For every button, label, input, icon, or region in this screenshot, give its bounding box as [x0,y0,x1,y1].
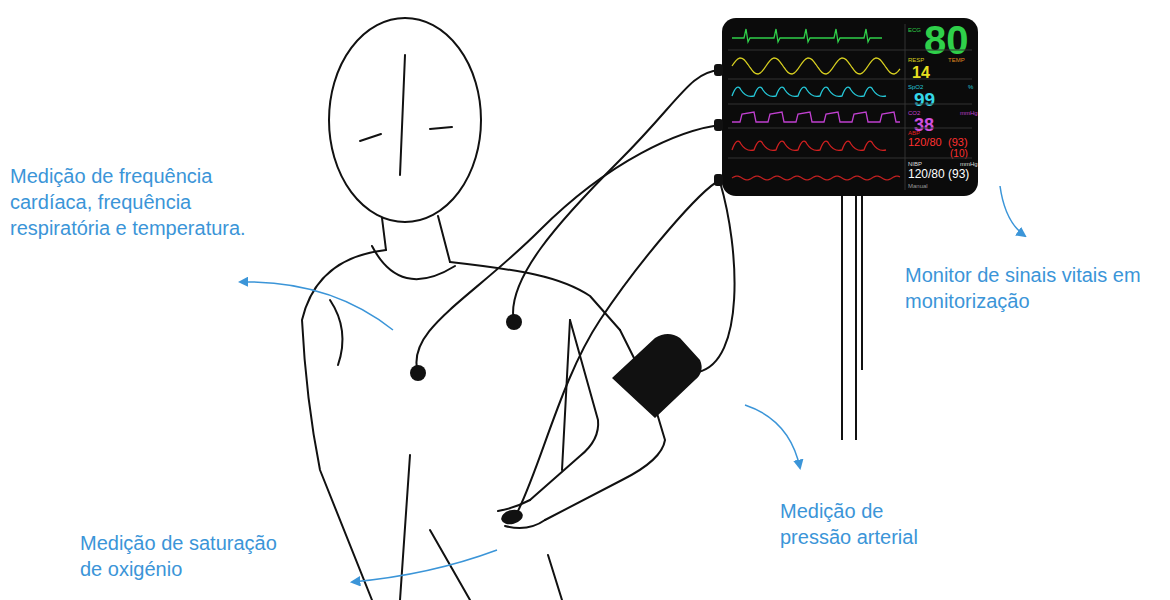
callout-label: Medição de frequência cardíaca, frequênc… [10,163,260,241]
monitor-stand [842,196,862,440]
sensor-cables [416,70,734,517]
vital-label: Manual [908,183,928,189]
patient-figure [302,18,665,600]
vital-value: 120/80 [908,168,945,180]
ecg-electrode [506,314,522,330]
vital-value: 120/80 [908,137,942,148]
vital-value: (93) [948,168,969,180]
leader-arrows [240,186,1025,582]
callout-label: Medição de pressão arterial [780,498,945,550]
pulse-oximeter [500,507,525,526]
bp-cuff [612,334,702,418]
vital-label: mmHg [960,110,978,116]
ecg-electrode [410,365,426,381]
vital-label: RESP [908,57,924,63]
callout-label: Medição de saturação de oxigénio [80,530,295,582]
vital-label: ECG [908,27,921,33]
vital-label: ABP [908,130,920,136]
vital-signs-monitor: ECG80RESPTEMP14SpO2%99CO2mmHg38ABP120/80… [722,18,978,196]
vital-value: (10) [950,149,968,159]
vital-label: TEMP [948,57,965,63]
vital-label: NIBP [908,161,922,167]
vital-value: (93) [948,137,968,148]
vital-value: 99 [914,90,935,109]
vital-label: % [968,84,973,90]
callout-label: Monitor de sinais vitais em monitorizaçã… [905,262,1150,314]
vital-value: 80 [924,20,969,60]
vital-value: 14 [912,65,930,81]
vital-label: mmHg [960,161,978,167]
